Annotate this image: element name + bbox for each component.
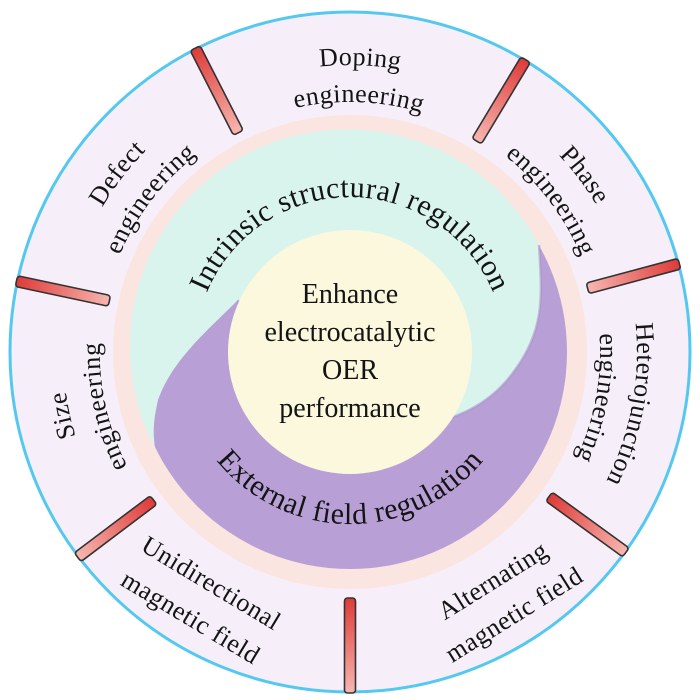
center-line-4: performance: [279, 393, 420, 424]
center-line-2: electrocatalytic: [265, 317, 436, 348]
center-line-1: Enhance: [302, 279, 398, 310]
divider-bar-alternating-unidirectional: [343, 597, 357, 694]
divider-bar-size-defect: [15, 275, 111, 307]
divider-bar-heterojunction-alternating: [546, 492, 629, 557]
divider-bar-phase-heterojunction: [586, 258, 681, 294]
divider-bar-defect-doping: [190, 45, 243, 136]
center-goal-text: Enhance electrocatalytic OER performance: [265, 279, 436, 424]
center-circle: [228, 230, 472, 474]
center-line-3: OER: [322, 355, 378, 386]
divider-bar-unidirectional-size: [74, 496, 157, 562]
divider-bar-doping-phase: [472, 57, 531, 144]
segment-label-doping-line1: Doping: [318, 42, 404, 75]
